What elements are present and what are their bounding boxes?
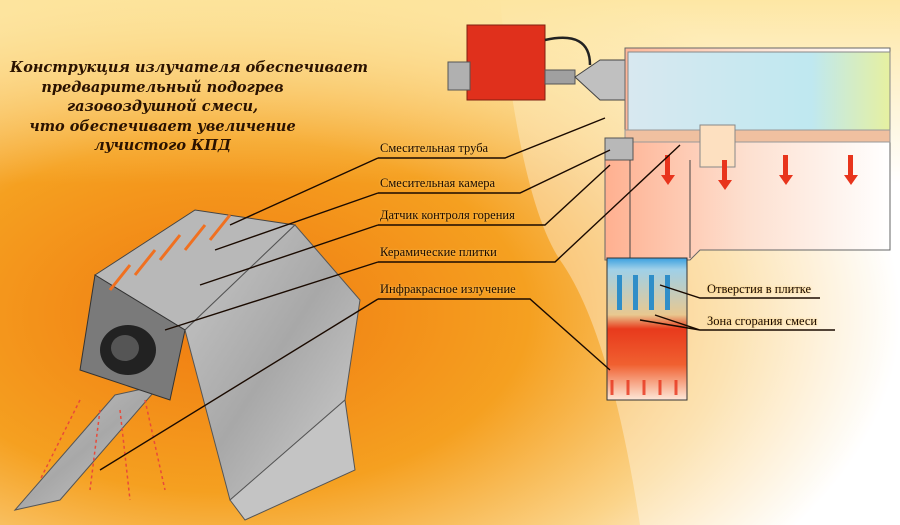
caption-line: Конструкция излучателя обеспечивает	[10, 59, 368, 76]
label-tile-holes: Отверстия в плитке	[707, 282, 812, 296]
burner-housing	[604, 47, 891, 261]
label-combustion-sensor: Датчик контроля горения	[380, 208, 515, 222]
label-combustion-zone: Зона сгорания смеси	[707, 314, 818, 328]
caption-line: что обеспечивает увеличение	[29, 117, 296, 135]
label-mixing-tube: Смесительная труба	[380, 141, 489, 155]
caption-text: Конструкция излучателя обеспечивает пред…	[10, 58, 368, 156]
label-ceramic-tiles: Керамические плитки	[380, 245, 497, 259]
tile-cross-section	[606, 160, 691, 401]
leader-lines	[99, 117, 835, 471]
caption-line: газовоздушной смеси,	[66, 98, 259, 115]
caption-line: предварительный подогрев	[41, 78, 284, 96]
label-mixing-chamber: Смесительная камера	[380, 176, 496, 190]
burner-unit	[447, 24, 626, 101]
label-infrared: Инфракрасное излучение	[380, 282, 516, 296]
caption-line: лучистого КПД	[94, 137, 231, 154]
